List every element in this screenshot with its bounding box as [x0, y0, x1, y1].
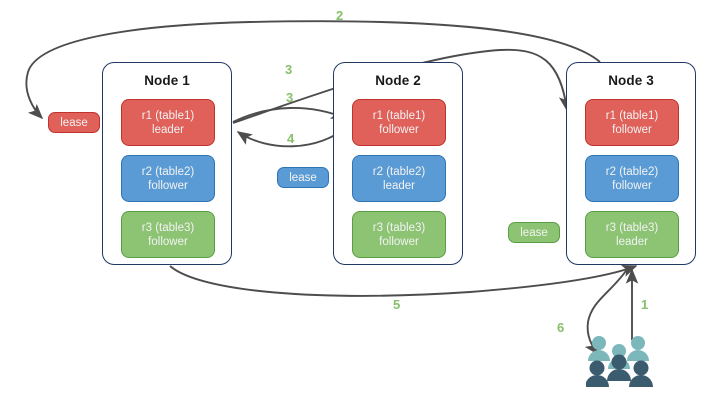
step-label-6: 6: [557, 320, 565, 335]
replica-n1r2[interactable]: r2 (table2) follower: [121, 155, 215, 202]
arrow-step-3-upper: [232, 48, 572, 124]
node-title: Node 1: [144, 73, 190, 88]
replica-n2r2[interactable]: r2 (table2) leader: [352, 155, 446, 202]
step-label-5: 5: [393, 297, 401, 312]
lease-badge-r2[interactable]: lease: [277, 167, 329, 188]
replica-n2r3[interactable]: r3 (table3) follower: [352, 211, 446, 258]
replica-line2: follower: [379, 123, 419, 136]
replica-line1: r1 (table1): [141, 109, 195, 122]
replica-line2: follower: [379, 235, 419, 248]
replica-line2: follower: [612, 123, 652, 136]
users-front-row: [585, 354, 653, 387]
users-group-icon: [585, 336, 653, 387]
replica-n1r1[interactable]: r1 (table1) leader: [121, 99, 215, 146]
node-box-node3: Node 3 r1 (table1) follower r2 (table2) …: [566, 62, 696, 265]
replica-line2: leader: [383, 179, 415, 192]
replica-line1: r3 (table3): [372, 221, 426, 234]
node-title: Node 2: [375, 73, 421, 88]
replica-line1: r3 (table3): [605, 221, 659, 234]
replica-line2: leader: [152, 123, 184, 136]
replica-n2r1[interactable]: r1 (table1) follower: [352, 99, 446, 146]
replica-line1: r1 (table1): [372, 109, 426, 122]
replica-n3r3[interactable]: r3 (table3) leader: [585, 211, 679, 258]
replica-line1: r3 (table3): [141, 221, 195, 234]
node-box-node1: Node 1 r1 (table1) leader r2 (table2) fo…: [102, 62, 232, 265]
replica-line2: follower: [148, 235, 188, 248]
replica-n3r1[interactable]: r1 (table1) follower: [585, 99, 679, 146]
replica-line2: follower: [612, 179, 652, 192]
replica-line2: follower: [148, 179, 188, 192]
replica-n3r2[interactable]: r2 (table2) follower: [585, 155, 679, 202]
arrow-step-2: [25, 20, 601, 120]
replica-line1: r2 (table2): [141, 165, 195, 178]
node-title: Node 3: [608, 73, 654, 88]
replica-line1: r2 (table2): [605, 165, 659, 178]
step-label-1: 1: [641, 297, 649, 312]
arrow-step-5: [169, 265, 638, 297]
step-label-4: 4: [287, 131, 295, 146]
replica-line2: leader: [616, 235, 648, 248]
replica-line1: r1 (table1): [605, 109, 659, 122]
client-group: [585, 334, 656, 392]
node-box-node2: Node 2 r1 (table1) follower r2 (table2) …: [333, 62, 463, 265]
lease-badge-r1[interactable]: lease: [48, 112, 100, 133]
lease-badge-r3[interactable]: lease: [508, 222, 560, 243]
step-label-3b: 3: [286, 90, 294, 105]
step-label-3a: 3: [285, 62, 293, 77]
step-label-2: 2: [336, 8, 344, 23]
replica-line1: r2 (table2): [372, 165, 426, 178]
replica-n1r3[interactable]: r3 (table3) follower: [121, 211, 215, 258]
arrow-step-3-lower: [232, 107, 347, 123]
